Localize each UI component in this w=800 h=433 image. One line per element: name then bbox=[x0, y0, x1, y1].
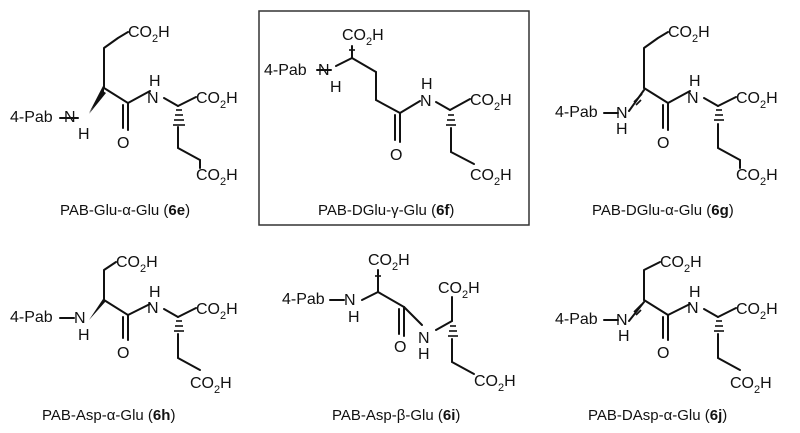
pab-label: 4-Pab bbox=[555, 311, 598, 328]
co2h-top: CO2H bbox=[116, 254, 158, 275]
pab-label: 4-Pab bbox=[264, 62, 307, 79]
amide-n: N bbox=[147, 90, 159, 107]
amide-n: N bbox=[687, 300, 699, 317]
nh-h: H bbox=[78, 327, 90, 344]
co2h-right: CO2H bbox=[736, 90, 778, 111]
co2h-top: CO2H bbox=[342, 27, 384, 48]
nh-h: H bbox=[78, 126, 90, 143]
co2h-top: CO2H bbox=[368, 252, 410, 273]
amide-n: N bbox=[418, 330, 430, 347]
pab-label: 4-Pab bbox=[282, 291, 325, 308]
caption-6e: PAB-Glu-α-Glu (6e) bbox=[60, 202, 190, 219]
co2h-bottom: CO2H bbox=[736, 167, 778, 188]
structure-6g: 4-Pab N H O N H CO2H CO2H CO2H PAB-DGlu-… bbox=[555, 24, 778, 219]
co2h-bottom: CO2H bbox=[730, 375, 772, 396]
amide-h: H bbox=[689, 284, 701, 301]
co2h-right: CO2H bbox=[470, 92, 512, 113]
nh-n: N bbox=[616, 105, 628, 122]
nh-h: H bbox=[616, 121, 628, 138]
co2h-right: CO2H bbox=[438, 280, 480, 301]
pab-label: 4-Pab bbox=[10, 109, 53, 126]
structure-6f: 4-Pab N H O N H CO2H CO2H CO2H PAB-DGlu-… bbox=[258, 10, 530, 226]
nh-n: N bbox=[616, 312, 628, 329]
caption-6f: PAB-DGlu-γ-Glu (6f) bbox=[318, 202, 454, 219]
co2h-top: CO2H bbox=[128, 24, 170, 45]
carbonyl-o: O bbox=[117, 135, 129, 152]
highlight-box bbox=[258, 10, 530, 226]
amide-n: N bbox=[420, 93, 432, 110]
amide-h: H bbox=[418, 346, 430, 363]
amide-h: H bbox=[421, 76, 433, 93]
amide-h: H bbox=[689, 73, 701, 90]
structure-6h: 4-Pab N H O N H CO2H CO2H CO2H PAB-Asp-α… bbox=[10, 254, 238, 424]
co2h-right: CO2H bbox=[196, 90, 238, 111]
nh-h: H bbox=[330, 79, 342, 96]
caption-6g: PAB-DGlu-α-Glu (6g) bbox=[592, 202, 734, 219]
structure-6j: 4-Pab N H O N H CO2H CO2H CO2H PAB-DAsp-… bbox=[555, 254, 778, 424]
co2h-top: CO2H bbox=[668, 24, 710, 45]
nh-n: N bbox=[344, 292, 356, 309]
amide-h: H bbox=[149, 73, 161, 90]
carbonyl-o: O bbox=[117, 345, 129, 362]
nh-h: H bbox=[348, 309, 360, 326]
carbonyl-o: O bbox=[657, 345, 669, 362]
nh-n: N bbox=[318, 62, 330, 79]
structure-6i: 4-Pab N H O N H CO2H CO2H CO2H PAB-Asp-β… bbox=[282, 252, 516, 424]
amide-n: N bbox=[147, 300, 159, 317]
amide-h: H bbox=[149, 284, 161, 301]
nh-n: N bbox=[74, 310, 86, 327]
caption-6h: PAB-Asp-α-Glu (6h) bbox=[42, 407, 175, 424]
co2h-bottom: CO2H bbox=[196, 167, 238, 188]
caption-6i: PAB-Asp-β-Glu (6i) bbox=[332, 407, 460, 424]
amide-n: N bbox=[687, 90, 699, 107]
co2h-right: CO2H bbox=[736, 301, 778, 322]
carbonyl-o: O bbox=[657, 135, 669, 152]
carbonyl-o: O bbox=[394, 339, 406, 356]
co2h-right: CO2H bbox=[196, 301, 238, 322]
co2h-top: CO2H bbox=[660, 254, 702, 275]
pab-label: 4-Pab bbox=[10, 309, 53, 326]
carbonyl-o: O bbox=[390, 147, 402, 164]
co2h-bottom: CO2H bbox=[190, 375, 232, 396]
pab-label: 4-Pab bbox=[555, 104, 598, 121]
nh-h: H bbox=[618, 328, 630, 345]
nh-n: N bbox=[64, 109, 76, 126]
co2h-bottom: CO2H bbox=[474, 373, 516, 394]
structure-6e: 4-Pab N H O N H CO2H CO2H CO2H PAB-Glu-α… bbox=[10, 24, 238, 219]
caption-6j: PAB-DAsp-α-Glu (6j) bbox=[588, 407, 727, 424]
co2h-bottom: CO2H bbox=[470, 167, 512, 188]
